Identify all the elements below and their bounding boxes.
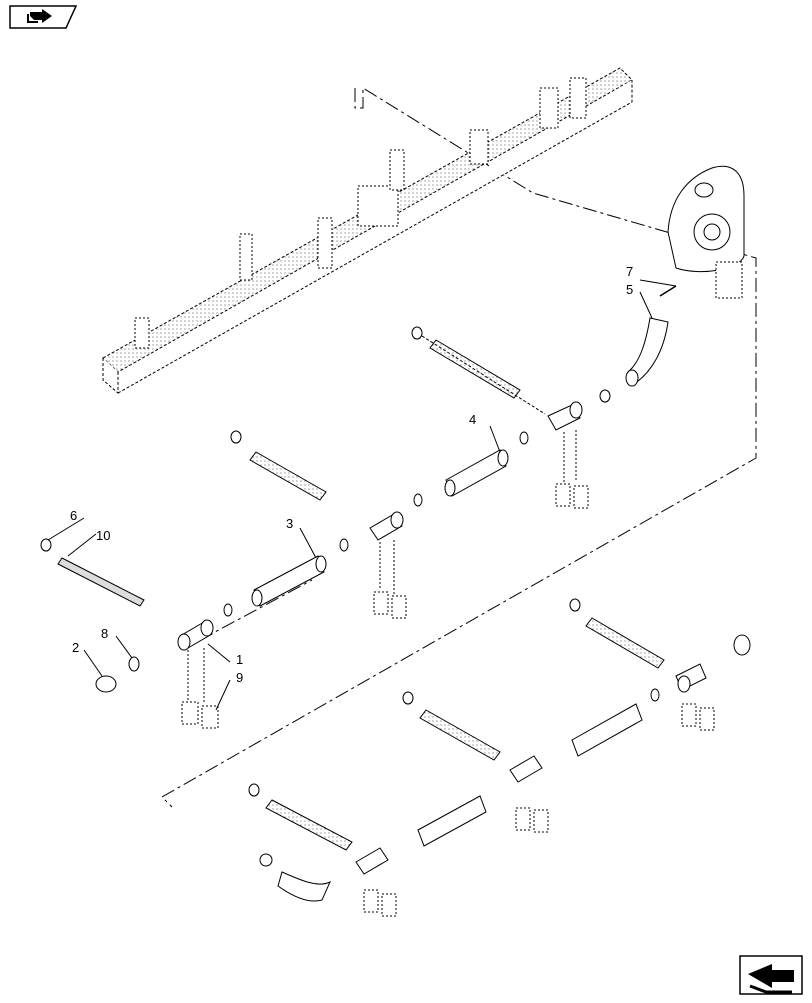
callout-3: 3 <box>286 516 293 531</box>
callout-10: 10 <box>96 528 110 543</box>
next-nav-badge[interactable] <box>736 952 806 998</box>
elbow-hose <box>625 317 669 387</box>
fan-assembly <box>667 165 745 299</box>
lower-left-row-assembly <box>40 538 327 729</box>
next-page-arrow-icon <box>739 955 803 995</box>
callout-4: 4 <box>469 412 476 427</box>
callout-2: 2 <box>72 640 79 655</box>
callout-9: 9 <box>236 670 243 685</box>
callout-leaders <box>47 279 677 711</box>
callout-labels: 7 5 4 3 6 10 8 2 1 9 <box>70 264 633 685</box>
middle-row-assembly <box>230 430 529 619</box>
callout-6: 6 <box>70 508 77 523</box>
assembly-leader-lines <box>161 87 757 808</box>
return-arrow-icon <box>9 5 78 29</box>
callout-1: 1 <box>236 652 243 667</box>
back-nav-badge[interactable] <box>8 4 78 30</box>
toolbar-frame <box>102 67 633 395</box>
lower-right-row-assembly <box>248 598 751 917</box>
callout-8: 8 <box>101 626 108 641</box>
callout-5: 5 <box>626 282 633 297</box>
upper-row-assembly <box>411 326 611 509</box>
callout-7: 7 <box>626 264 633 279</box>
